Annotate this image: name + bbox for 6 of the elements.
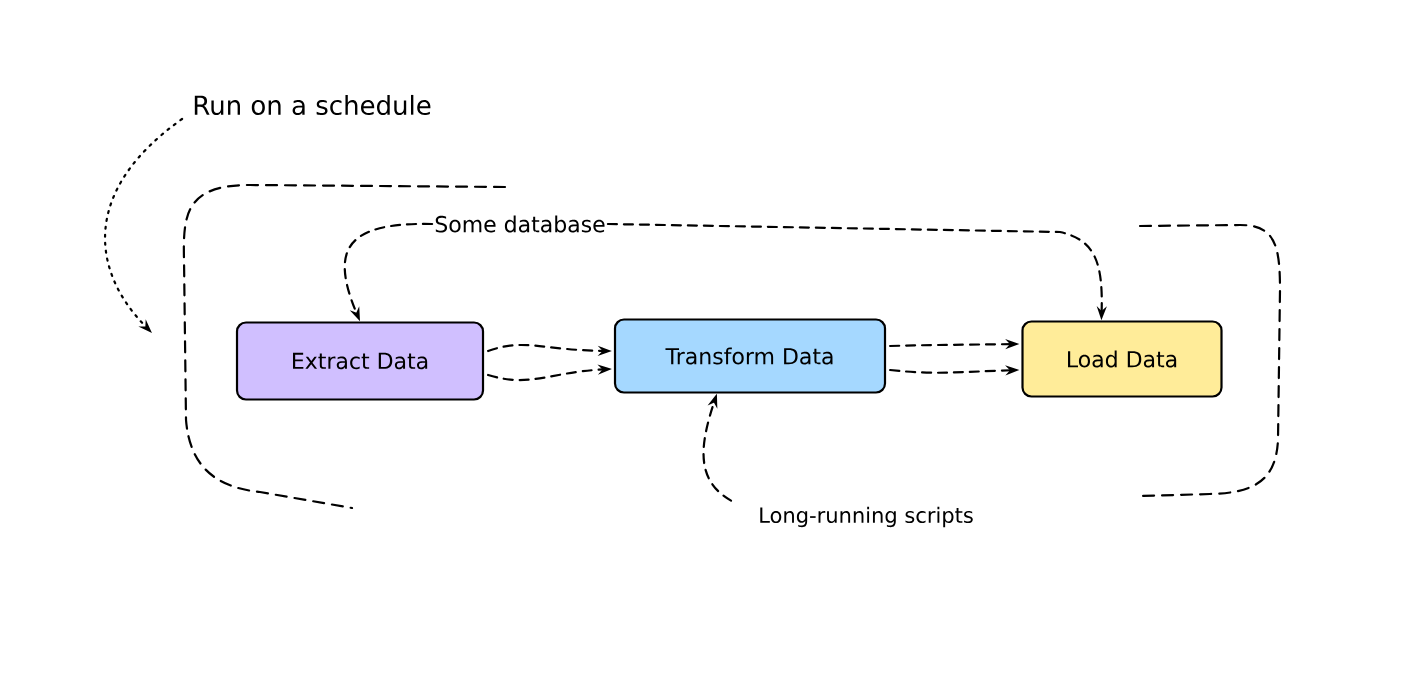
- process-box: Load Data: [1021, 320, 1223, 398]
- annotation-text: Run on a schedule: [194, 94, 431, 116]
- process-box: Extract Data: [235, 321, 485, 401]
- annotation-text: Long-running scripts: [760, 506, 973, 528]
- annotation-text: Some database: [435, 215, 605, 233]
- process-box: Transform Data: [613, 318, 887, 394]
